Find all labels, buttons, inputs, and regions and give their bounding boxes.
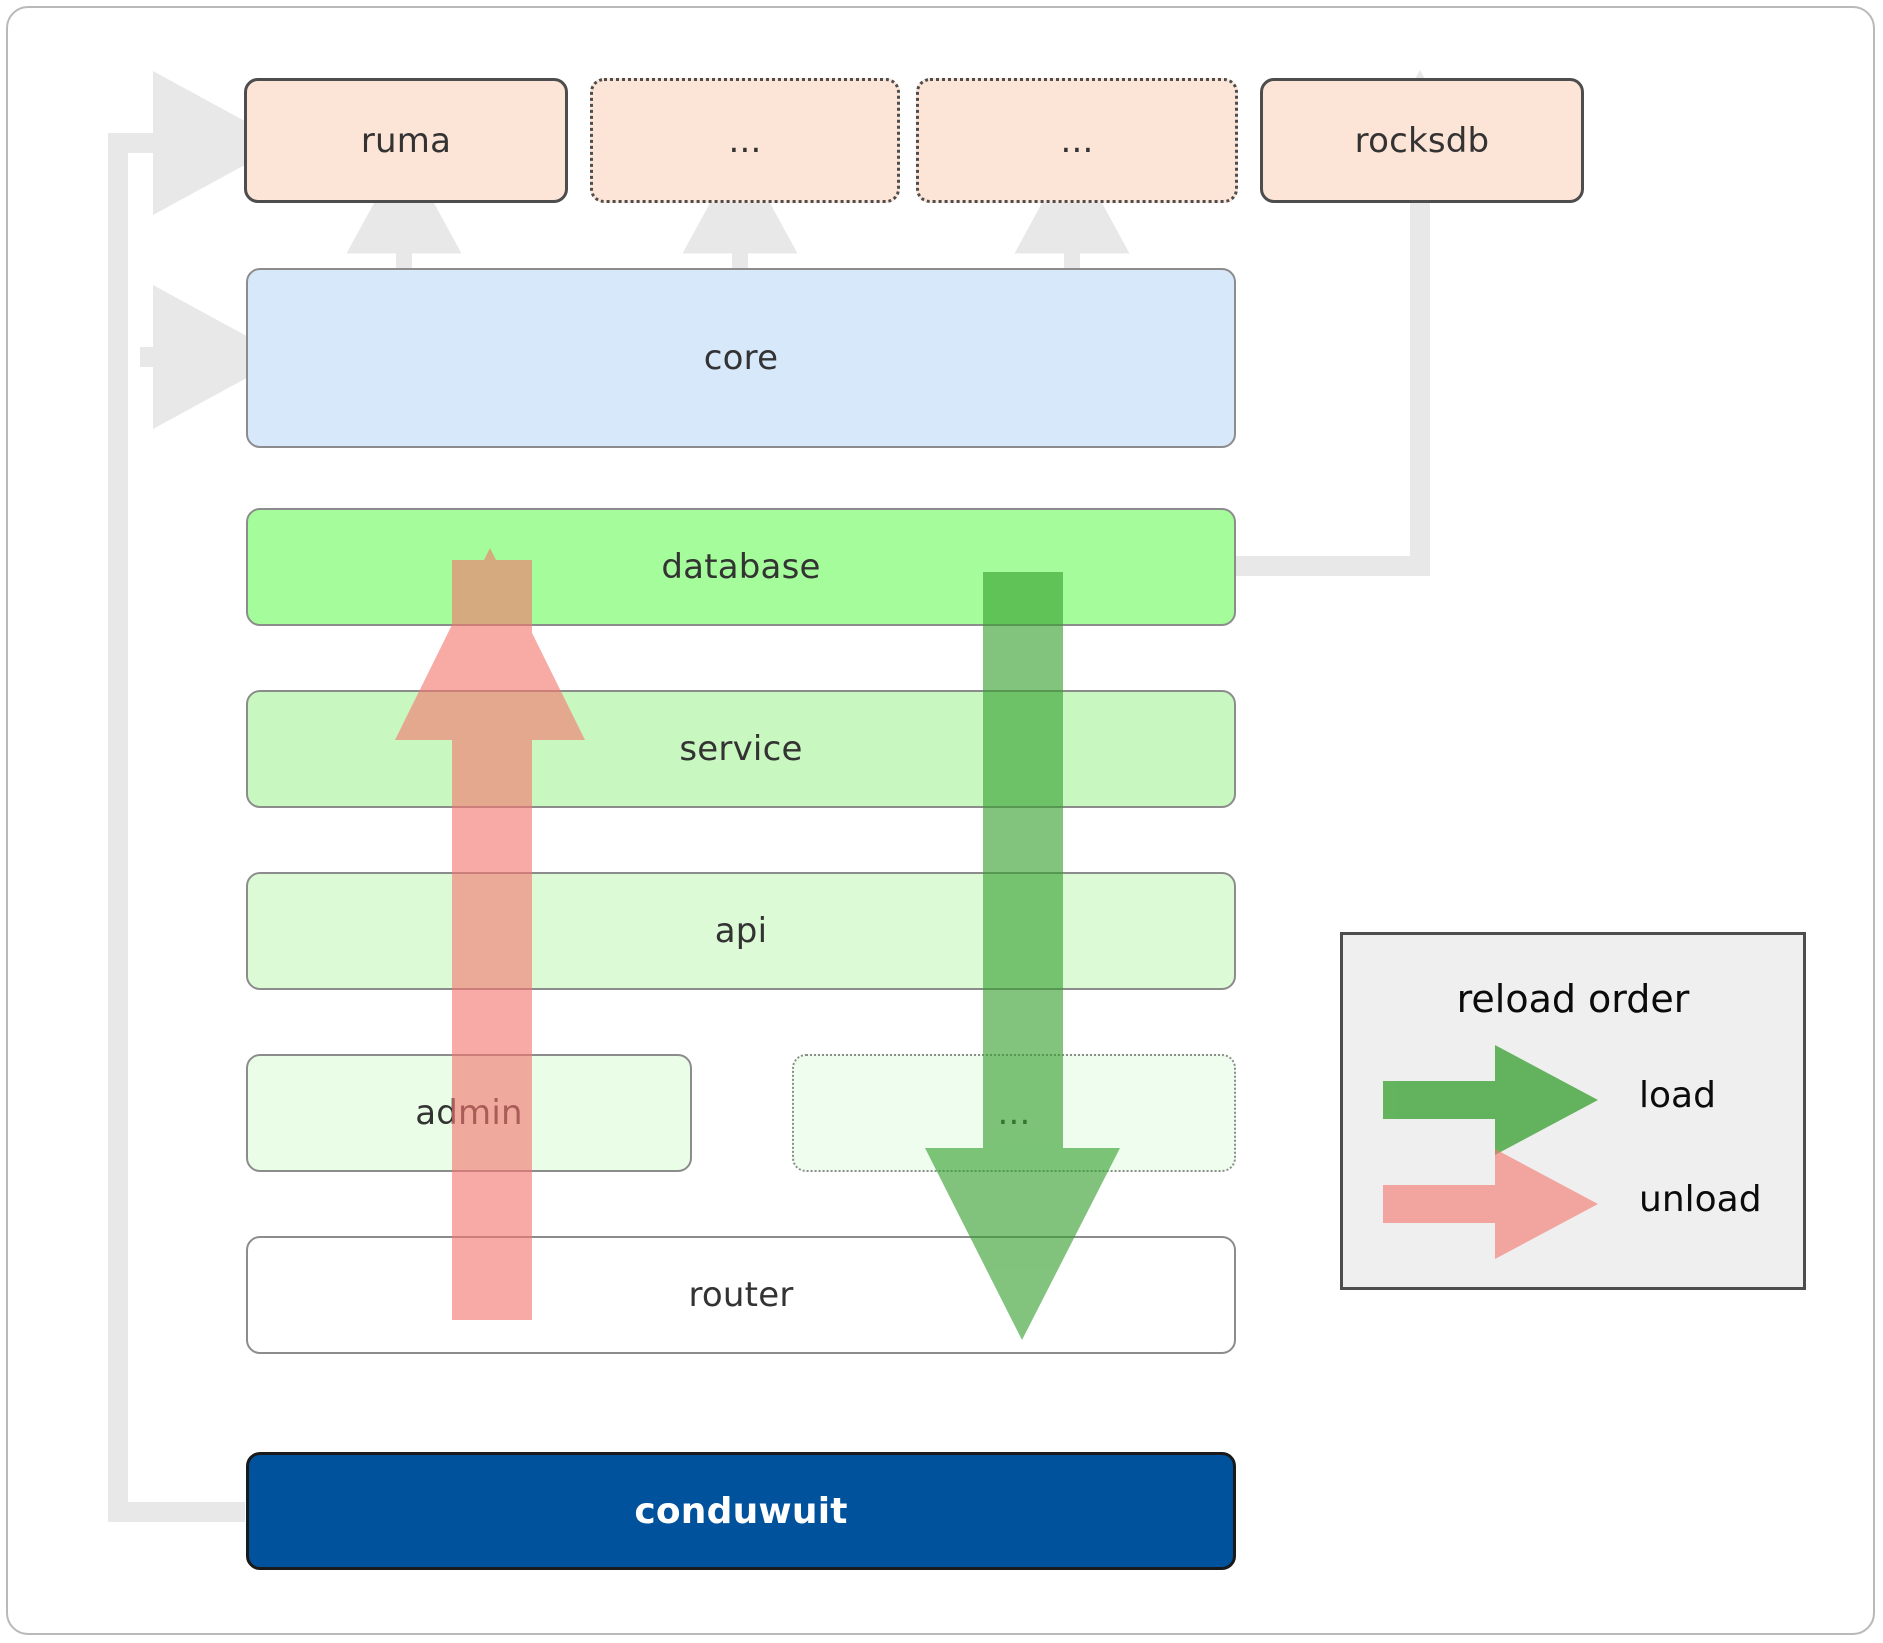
diagram-frame (6, 6, 1875, 1635)
layer-box-router[interactable]: router (246, 1236, 1236, 1354)
legend-title: reload order (1456, 977, 1690, 1021)
main-binary-box[interactable]: conduwuit (246, 1452, 1236, 1570)
layer-label: service (679, 729, 803, 769)
core-box[interactable]: core (246, 268, 1236, 448)
core-label: core (703, 338, 779, 378)
layer-label: admin (415, 1093, 523, 1133)
layer-label: router (688, 1275, 794, 1315)
legend-label-unload: unload (1639, 1179, 1762, 1220)
legend-unload-arrow-icon (1383, 1149, 1598, 1259)
layer-box-api[interactable]: api (246, 872, 1236, 990)
legend-panel: reload order load unload (1340, 932, 1806, 1290)
main-binary-label: conduwuit (634, 1490, 848, 1532)
dependency-box-ruma[interactable]: ruma (244, 78, 568, 203)
dependency-box-placeholder-1[interactable]: ... (590, 78, 900, 203)
layer-box-placeholder[interactable]: ... (792, 1054, 1236, 1172)
dependency-label: ruma (360, 120, 452, 161)
dependency-label: ... (1060, 120, 1094, 161)
layer-box-admin[interactable]: admin (246, 1054, 692, 1172)
dependency-label: rocksdb (1354, 120, 1490, 161)
dependency-box-rocksdb[interactable]: rocksdb (1260, 78, 1584, 203)
legend-load-arrow-icon (1383, 1045, 1598, 1155)
legend-arrows (1383, 1045, 1598, 1259)
dependency-label: ... (728, 120, 762, 161)
layer-box-database[interactable]: database (246, 508, 1236, 626)
layer-label: api (714, 911, 768, 951)
layer-box-service[interactable]: service (246, 690, 1236, 808)
legend-label-load: load (1639, 1075, 1716, 1116)
layer-label: database (661, 547, 821, 587)
dependency-box-placeholder-2[interactable]: ... (916, 78, 1238, 203)
layer-label: ... (997, 1093, 1031, 1133)
